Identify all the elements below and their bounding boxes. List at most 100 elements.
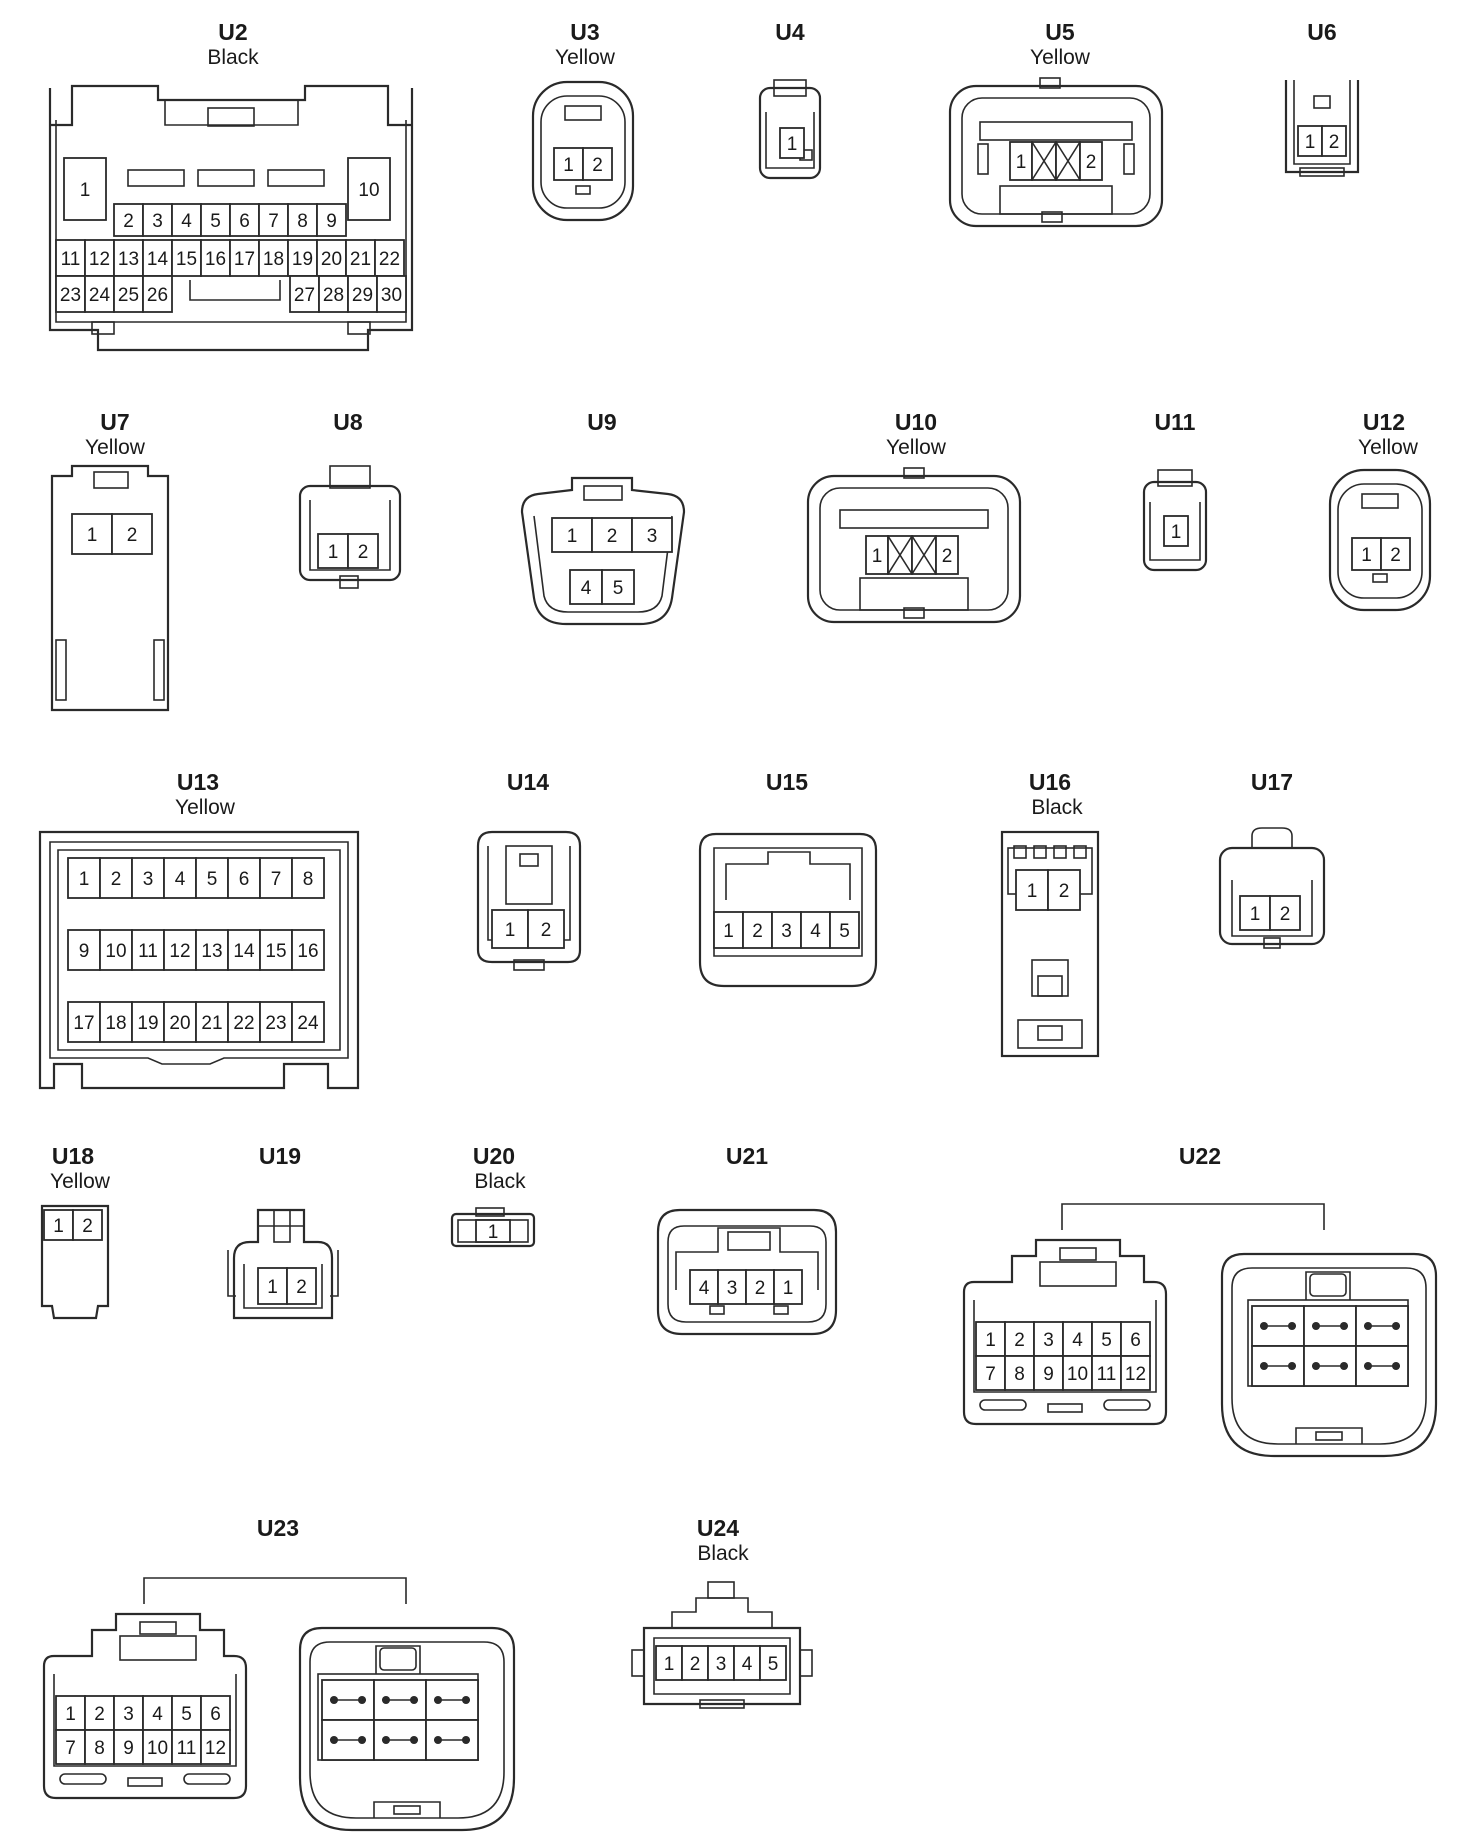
terminal-cavity <box>425 1719 479 1761</box>
pin-number: 1 <box>1305 132 1316 153</box>
pin-cell: 1 <box>773 1269 803 1305</box>
pin-cell: 22 <box>227 1001 261 1043</box>
pin-number: 7 <box>65 1738 76 1759</box>
terminal-cavity <box>1355 1345 1409 1387</box>
connector-id: U12 <box>1363 409 1405 435</box>
pin-number: 2 <box>752 921 763 942</box>
pin-cell: 3 <box>113 1695 144 1731</box>
pin-number: 28 <box>323 285 344 306</box>
pin-number: 13 <box>201 941 222 962</box>
pin-cell: 1 <box>491 909 529 949</box>
pin-cell: 17 <box>67 1001 101 1043</box>
blank-cavity <box>1055 141 1081 181</box>
connector-u12: U12 Yellow <box>1328 409 1432 612</box>
connector-id: U14 <box>507 769 549 795</box>
pin-number: 3 <box>152 211 163 232</box>
pin-number: 1 <box>664 1654 675 1675</box>
pin-number: 5 <box>181 1704 192 1725</box>
pin-number: 1 <box>267 1277 278 1298</box>
pin-number: 10 <box>147 1738 168 1759</box>
connector-id: U18 <box>52 1143 94 1169</box>
pin-number: 8 <box>297 211 308 232</box>
pin-number: 6 <box>239 869 250 890</box>
pin-cell: 1 <box>713 911 744 949</box>
pin-number: 5 <box>1101 1330 1112 1351</box>
connector-housing <box>520 476 686 626</box>
pin-cell: 5 <box>1091 1321 1122 1357</box>
pin-cell: 17 <box>229 239 260 277</box>
terminal-cavity <box>1251 1345 1305 1387</box>
connector-housing <box>40 1204 110 1320</box>
pin-number: 24 <box>89 285 111 306</box>
pin-number: 23 <box>60 285 81 306</box>
connector-housing <box>50 464 170 712</box>
connector-id: U19 <box>259 1143 301 1169</box>
pin-cell: 2 <box>745 1269 775 1305</box>
pin-number: 10 <box>1067 1364 1088 1385</box>
connector-color: Yellow <box>1030 46 1091 69</box>
pair-bracket <box>143 1577 407 1604</box>
connector-housing <box>1218 827 1326 949</box>
pin-cell: 1 <box>1163 515 1189 547</box>
pin-number: 21 <box>350 249 371 270</box>
connector-id: U16 <box>1029 769 1071 795</box>
pin-cell: 2 <box>935 535 959 575</box>
connector-housing <box>656 1208 838 1336</box>
pin-number: 1 <box>563 155 574 176</box>
terminal-cavity <box>321 1679 375 1721</box>
pin-number: 9 <box>1043 1364 1054 1385</box>
connector-id: U7 <box>100 409 129 435</box>
connector-housing <box>227 1208 339 1320</box>
pin-cell: 1 <box>1351 537 1382 571</box>
connector-id: U17 <box>1251 769 1293 795</box>
pin-cell: 21 <box>195 1001 229 1043</box>
pin-cell: 4 <box>800 911 831 949</box>
pin-cell: 3 <box>1033 1321 1064 1357</box>
pin-cell: 7 <box>55 1729 86 1765</box>
connector-u15: U15 <box>698 769 878 988</box>
connector-id: U6 <box>1307 19 1336 45</box>
pin-number: 9 <box>79 941 90 962</box>
pin-cell: 10 <box>142 1729 173 1765</box>
connector-u16: U16 Black <box>1000 769 1100 1058</box>
pin-cell: 2 <box>286 1267 317 1305</box>
pin-cell: 1 <box>553 147 584 181</box>
pin-number: 7 <box>271 869 282 890</box>
pin-cell: 1 <box>71 513 113 555</box>
connector-id: U8 <box>333 409 363 435</box>
pin-cell: 4 <box>733 1645 761 1681</box>
pin-number: 2 <box>82 1216 93 1237</box>
pin-cell: 15 <box>171 239 202 277</box>
connector-id: U20 <box>473 1143 515 1169</box>
pin-cell: 12 <box>84 239 115 277</box>
pin-cell: 30 <box>376 275 407 313</box>
connector-u3: U3 Yellow <box>531 19 635 222</box>
pin-number: 17 <box>73 1013 94 1034</box>
pin-cell: 11 <box>131 929 165 971</box>
pin-number: 11 <box>177 1738 197 1759</box>
pin-number: 1 <box>488 1222 499 1243</box>
pin-cell: 2 <box>84 1695 115 1731</box>
pin-number: 1 <box>787 134 798 155</box>
pin-number: 2 <box>127 525 138 546</box>
terminal-cavity <box>425 1679 479 1721</box>
pin-cell: 9 <box>113 1729 144 1765</box>
pin-cell: 28 <box>318 275 349 313</box>
pin-cell: 6 <box>229 203 260 237</box>
pin-number: 1 <box>567 526 578 547</box>
connector-housing <box>298 465 402 589</box>
pin-cell: 24 <box>291 1001 325 1043</box>
pin-cell: 2 <box>1079 141 1103 181</box>
terminal-cavity <box>1303 1345 1357 1387</box>
pin-cell: 2 <box>742 911 773 949</box>
pin-number: 4 <box>181 211 192 232</box>
pin-cell: 10 <box>99 929 133 971</box>
pin-number: 23 <box>265 1013 286 1034</box>
connector-color: Yellow <box>1358 436 1419 459</box>
pin-number: 13 <box>118 249 139 270</box>
pin-number: 18 <box>263 249 284 270</box>
connector-u10: U10 Yellow <box>806 409 1022 624</box>
pin-number: 2 <box>94 1704 105 1725</box>
pin-number: 1 <box>53 1216 64 1237</box>
